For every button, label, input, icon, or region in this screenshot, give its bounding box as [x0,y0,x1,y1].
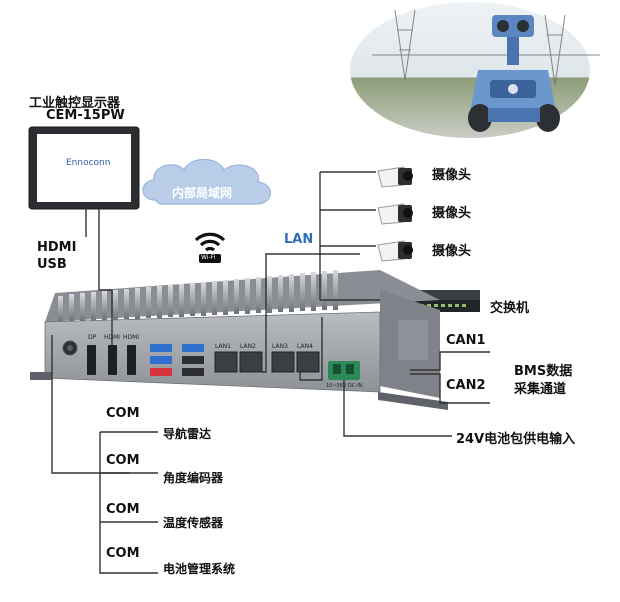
com-device-label: 电池管理系统 [163,562,236,576]
box-pc [30,270,448,410]
camera-icon [377,240,413,262]
monitor-brand: Ennoconn [66,158,111,168]
lan-ports [214,351,320,373]
panel-label-lan1: LAN1 [215,343,231,350]
panel-label-dc: 10~36V DC-IN [326,383,363,389]
camera-label: 摄像头 [432,244,472,259]
com-device-label: 角度编码器 [163,471,224,485]
can1-label: CAN1 [446,333,486,348]
com-port-label: COM [106,406,140,421]
wifi-text: Wi-Fi [201,254,216,261]
touch-monitor [28,126,140,210]
panel-label-hdmi: HDMI [123,334,140,341]
lan-cloud [142,158,272,205]
camera-icon [377,166,413,188]
com-port-label: COM [106,502,140,517]
com-device-label: 导航雷达 [163,427,212,441]
robot-photo [350,2,600,138]
dc-terminal [328,361,360,380]
panel-label-lan3: LAN3 [272,343,288,350]
usb-label: USB [37,257,67,272]
camera-label: 摄像头 [432,168,472,183]
panel-label-lan2: LAN2 [240,343,256,350]
lan-label: LAN [284,232,314,247]
hdmi-port [108,345,117,375]
usb3-port [150,356,172,364]
com-port-label: COM [106,453,140,468]
usb3-port [150,344,172,352]
bms-label-line2: 采集通道 [514,382,567,397]
usb3-port [182,344,204,352]
power-label: 24V电池包供电输入 [456,432,576,447]
connection-lines [51,171,490,574]
bms-label-line1: BMS数据 [514,364,573,379]
usb-port [182,368,204,376]
monitor-model: CEM-15PW [46,108,125,123]
panel-label-hdmi: HDMI [104,334,121,341]
heatsink-fins [58,270,338,322]
can2-label: CAN2 [446,378,486,393]
monitor-title: 工业触控显示器 [29,96,121,111]
usb-port [182,356,204,364]
usb-port [150,368,172,376]
panel-label-dp: DP [88,334,97,341]
switch-label: 交换机 [490,301,530,316]
inspection-robot [468,15,560,132]
camera-icon [377,203,413,225]
com-port-label: COM [106,546,140,561]
panel-label-lan4: LAN4 [297,343,313,350]
wifi-icon [194,232,226,263]
cloud-label: 内部局域网 [172,186,233,200]
hdmi-port [127,345,136,375]
camera-label: 摄像头 [432,206,472,221]
hdmi-label: HDMI [37,240,77,255]
com-device-label: 温度传感器 [163,516,224,530]
dp-port [87,345,96,375]
